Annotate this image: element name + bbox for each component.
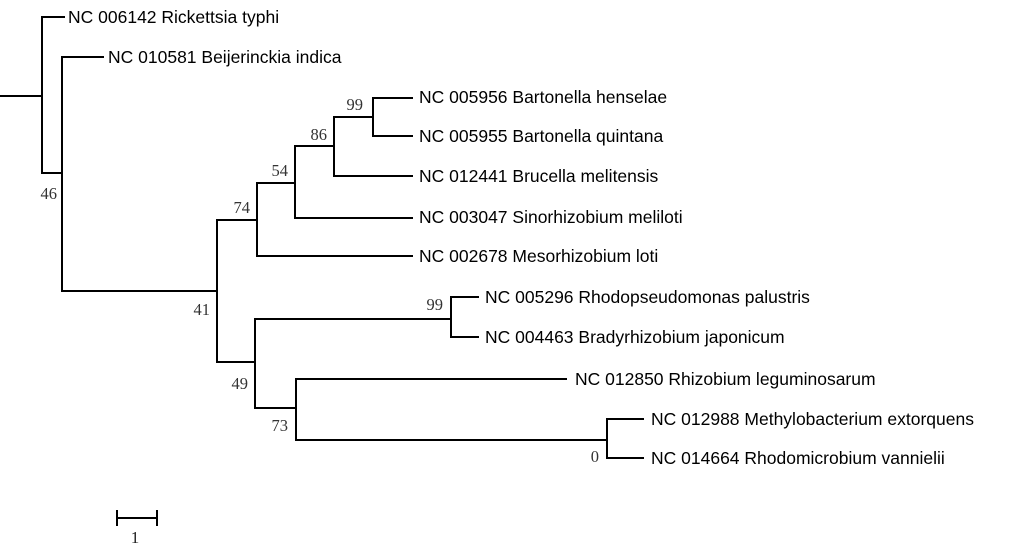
taxon-label-beijerinckia-indica: NC 010581 Beijerinckia indica	[108, 47, 342, 68]
branch-rhodopseudomonas	[450, 296, 479, 298]
vertical-node46	[61, 56, 63, 292]
branch-node0	[295, 439, 608, 441]
scale-bar-label: 1	[130, 528, 140, 547]
vertical-node99-bartonella	[372, 97, 374, 137]
branch-methylobacterium	[606, 418, 644, 420]
branch-sinorhizobium	[294, 217, 413, 219]
branch-rhizobium	[295, 378, 567, 380]
taxon-label-bartonella-henselae: NC 005956 Bartonella henselae	[419, 87, 668, 108]
branch-brucella	[333, 175, 413, 177]
vertical-node49	[254, 318, 256, 409]
branch-node86	[294, 145, 335, 147]
branch-node49	[216, 361, 256, 363]
vertical-node0	[606, 418, 608, 459]
taxon-label-rhizobium-leguminosarum: NC 012850 Rhizobium leguminosarum	[575, 369, 876, 390]
taxon-label-rhodopseudomonas-palustris: NC 005296 Rhodopseudomonas palustris	[485, 287, 810, 308]
taxon-label-sinorhizobium-meliloti: NC 003047 Sinorhizobium meliloti	[419, 207, 683, 228]
taxon-label-brucella-melitensis: NC 012441 Brucella melitensis	[419, 166, 659, 187]
branch-node99-bartonella	[333, 116, 374, 118]
vertical-node41	[216, 219, 218, 363]
branch-node99-rhodo	[254, 318, 452, 320]
support-value-node0: 0	[590, 447, 599, 466]
scale-bar-right-tick	[156, 510, 158, 526]
taxon-label-methylobacterium-extorquens: NC 012988 Methylobacterium extorquens	[651, 409, 974, 430]
vertical-node54	[294, 145, 296, 219]
branch-mesorhizobium	[256, 255, 413, 257]
taxon-label-mesorhizobium-loti: NC 002678 Mesorhizobium loti	[419, 246, 659, 267]
support-value-node74: 74	[233, 198, 251, 217]
support-value-rhodo-brady-pair: 99	[426, 295, 444, 314]
branch-node46	[41, 172, 63, 174]
support-value-node41: 41	[193, 300, 211, 319]
support-value-node46: 46	[40, 184, 58, 203]
vertical-node74	[256, 182, 258, 257]
root-vertical	[41, 16, 43, 174]
branch-bartonella-henselae	[372, 97, 413, 99]
branch-node54	[256, 182, 296, 184]
branch-node41	[61, 290, 218, 292]
support-value-node73: 73	[271, 416, 289, 435]
support-value-node54: 54	[271, 161, 289, 180]
root-stub-branch	[0, 95, 43, 97]
support-value-bartonella-brucella: 86	[310, 125, 328, 144]
branch-bradyrhizobium	[450, 336, 479, 338]
taxon-label-bradyrhizobium-japonicum: NC 004463 Bradyrhizobium japonicum	[485, 327, 785, 348]
support-value-node49: 49	[231, 374, 249, 393]
taxon-label-rhodomicrobium-vannielii: NC 014664 Rhodomicrobium vannielii	[651, 448, 945, 469]
branch-bartonella-quintana	[372, 135, 413, 137]
taxon-label-bartonella-quintana: NC 005955 Bartonella quintana	[419, 126, 664, 147]
branch-beijerinckia	[61, 56, 104, 58]
vertical-node99-rhodo	[450, 296, 452, 338]
support-value-bartonella-pair: 99	[346, 95, 364, 114]
vertical-node86	[333, 116, 335, 177]
branch-node73	[254, 407, 297, 409]
scale-bar-left-tick	[116, 510, 118, 526]
taxon-label-rickettsia-typhi: NC 006142 Rickettsia typhi	[68, 7, 280, 28]
scale-bar	[117, 517, 158, 519]
vertical-node73	[295, 378, 297, 441]
branch-rhodomicrobium	[606, 457, 644, 459]
branch-node74	[216, 219, 258, 221]
branch-rickettsia	[41, 16, 65, 18]
